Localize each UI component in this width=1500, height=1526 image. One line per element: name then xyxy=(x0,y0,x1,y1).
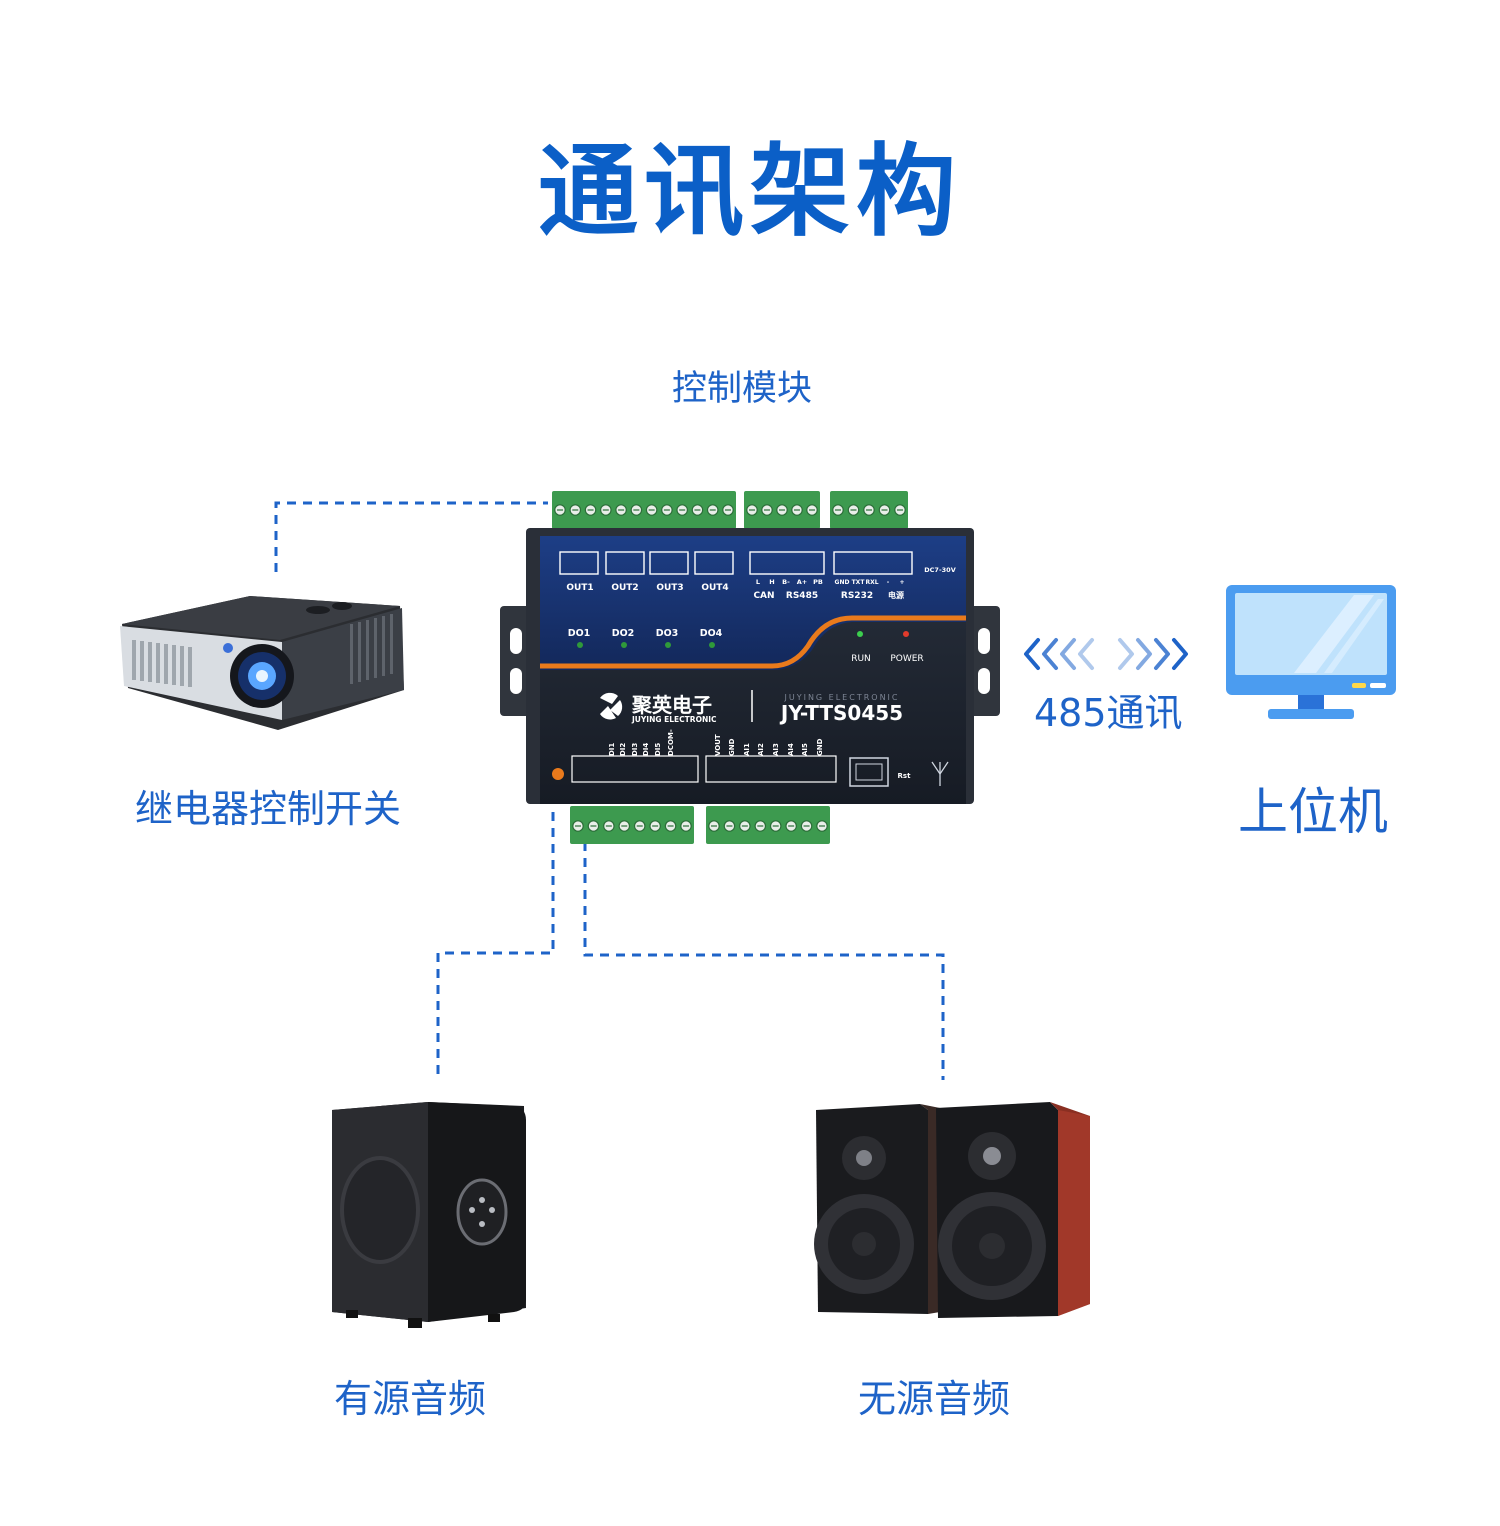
model-number: JY-TTS0455 xyxy=(779,701,903,725)
projector-image xyxy=(120,596,404,730)
digital-input-label: DI1 xyxy=(608,743,616,756)
host-pc-label: 上位机 xyxy=(1238,783,1388,841)
digital-output-label: DO4 xyxy=(700,628,723,639)
digital-input-label: DI4 xyxy=(642,743,650,756)
comm-pin-label: B- xyxy=(782,578,790,586)
relay-output-label: OUT2 xyxy=(611,583,638,593)
projector-label: 继电器控制开关 xyxy=(135,787,402,831)
link-485-arrows-icon xyxy=(1024,638,1188,670)
active-speaker-image xyxy=(332,1102,526,1328)
digital-input-label: DI5 xyxy=(654,743,662,756)
link-485-label: 485通讯 xyxy=(1034,691,1183,735)
digital-output-label: DO3 xyxy=(656,628,679,639)
status-led-power xyxy=(903,631,909,637)
monitor-icon xyxy=(1226,585,1396,719)
page-title: 通讯架构 xyxy=(538,133,962,250)
analog-pin-label: AI2 xyxy=(757,743,765,756)
passive-speaker-label: 无源音频 xyxy=(858,1377,1011,1421)
comm-pin-label: H xyxy=(769,578,774,586)
rs485-label: RS485 xyxy=(786,591,818,601)
rs232-pin-label: RXL xyxy=(865,579,878,586)
brand-en: JUYING ELECTRONIC xyxy=(631,715,717,724)
reset-label: Rst xyxy=(898,772,912,780)
brand-cn: 聚英电子 xyxy=(631,693,712,717)
relay-output-label: OUT4 xyxy=(701,583,728,593)
power-spec-label: DC7-30V xyxy=(924,566,955,574)
run-led-label: RUN xyxy=(851,654,871,664)
power-led-label: POWER xyxy=(890,654,923,664)
comm-pin-label: A+ xyxy=(797,578,807,586)
digital-input-label: DI2 xyxy=(619,743,627,756)
projector-link xyxy=(274,501,548,572)
active-speaker-link xyxy=(436,812,555,1080)
power-terminal-label: 电源 xyxy=(888,590,904,600)
digital-output-label: DO1 xyxy=(568,628,591,639)
digital-input-label: DI3 xyxy=(631,743,639,756)
analog-pin-label: GND xyxy=(816,738,824,756)
bottom-terminal-blocks xyxy=(570,806,830,844)
rs232-pin-label: - xyxy=(887,579,890,586)
analog-pin-label: AI4 xyxy=(787,743,795,756)
passive-speaker-image xyxy=(814,1102,1090,1318)
rs232-pin-label: GND xyxy=(835,579,850,586)
analog-pin-label: VOUT xyxy=(714,734,722,756)
left-speaker xyxy=(814,1104,940,1314)
right-speaker xyxy=(936,1102,1090,1318)
analog-pin-label: AI1 xyxy=(743,743,751,756)
comm-pin-label: PB xyxy=(813,578,823,586)
relay-output-label: OUT3 xyxy=(656,583,683,593)
analog-pin-label: GND xyxy=(728,738,736,756)
analog-pin-label: AI3 xyxy=(772,743,780,756)
status-led-run xyxy=(857,631,863,637)
ethernet-port-icon xyxy=(849,757,889,787)
relay-output-label: OUT1 xyxy=(566,583,593,593)
orange-stripe xyxy=(540,615,966,669)
comm-pin-label: L xyxy=(756,578,760,586)
top-terminal-blocks xyxy=(552,491,908,529)
active-speaker-label: 有源音频 xyxy=(334,1377,487,1421)
rs232-label: RS232 xyxy=(841,591,873,601)
right-mount-ear xyxy=(966,606,1000,716)
brand-logo-icon xyxy=(600,692,623,720)
passive-speaker-link xyxy=(583,842,945,1080)
do-leds xyxy=(577,642,715,648)
can-label: CAN xyxy=(753,591,774,601)
analog-pin-label: AI5 xyxy=(801,743,809,756)
brand-en-spaced: JUYING ELECTRONIC xyxy=(783,693,899,702)
digital-output-label: DO2 xyxy=(612,628,635,639)
reset-button-icon xyxy=(552,768,564,780)
digital-input-label: DCOM- xyxy=(667,729,675,756)
rs232-pin-label: + xyxy=(899,579,904,586)
antenna-icon xyxy=(931,761,949,786)
module-caption: 控制模块 xyxy=(672,369,813,409)
left-mount-ear xyxy=(500,606,534,716)
rs232-pin-label: TXT xyxy=(852,579,866,586)
